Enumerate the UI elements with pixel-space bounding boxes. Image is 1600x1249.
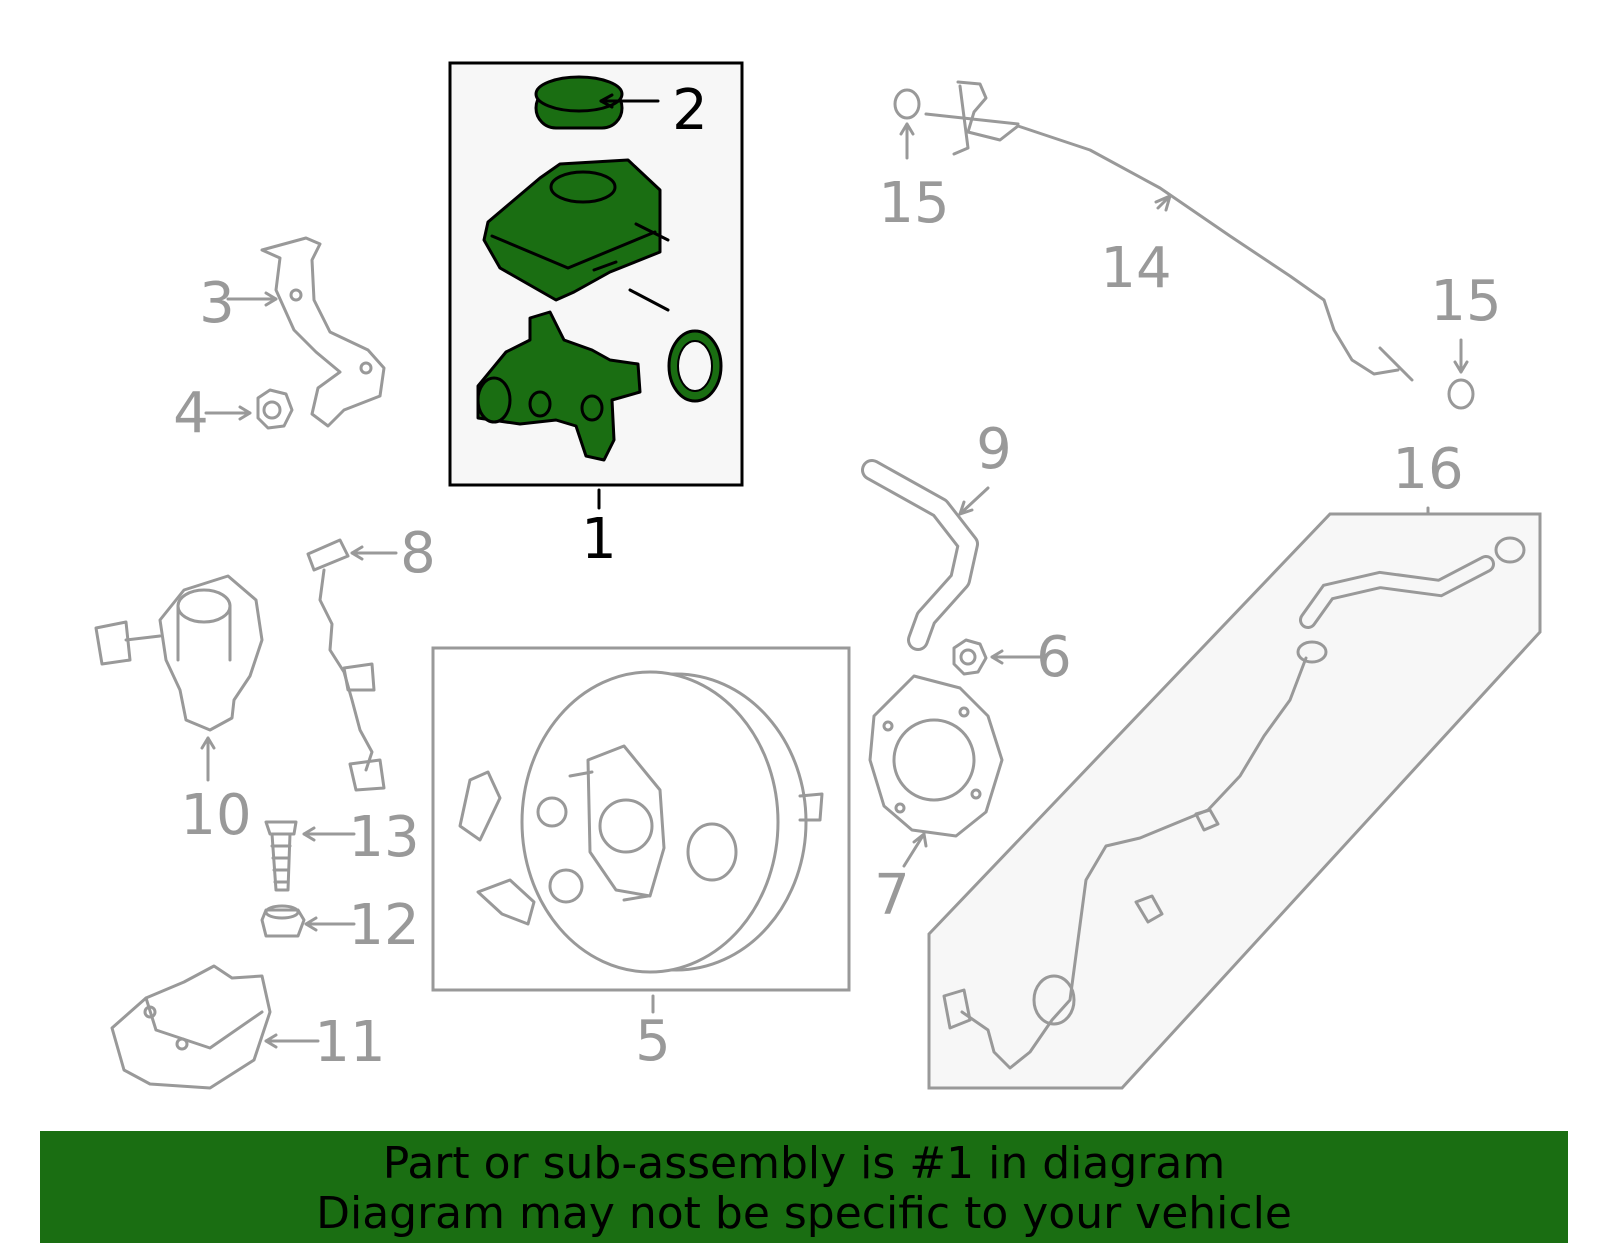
callout-15-right[interactable]: 15 bbox=[1430, 269, 1501, 334]
info-banner: Part or sub-assembly is #1 in diagram Di… bbox=[40, 1131, 1568, 1243]
master-cylinder-assembly[interactable] bbox=[448, 61, 744, 510]
banner-line-2: Diagram may not be specific to your vehi… bbox=[316, 1188, 1292, 1239]
callout-16[interactable]: 16 bbox=[1392, 437, 1463, 502]
washer-part[interactable] bbox=[260, 904, 356, 938]
mounting-bracket-part[interactable] bbox=[110, 964, 320, 1090]
vacuum-hose-part[interactable] bbox=[861, 459, 990, 651]
booster-nut-part[interactable] bbox=[952, 638, 1042, 676]
callout-13[interactable]: 13 bbox=[348, 805, 419, 870]
hose-clamp-part-a[interactable] bbox=[893, 88, 921, 160]
connector-pin-part[interactable] bbox=[628, 288, 670, 312]
callout-12[interactable]: 12 bbox=[348, 893, 419, 958]
reservoir-part[interactable] bbox=[482, 158, 670, 302]
callout-7[interactable]: 7 bbox=[874, 863, 910, 928]
callout-9[interactable]: 9 bbox=[976, 417, 1012, 482]
vacuum-pump-part[interactable] bbox=[94, 574, 264, 782]
master-cylinder-body-part[interactable] bbox=[476, 310, 642, 462]
callout-15-left[interactable]: 15 bbox=[878, 171, 949, 236]
banner-line-1: Part or sub-assembly is #1 in diagram bbox=[382, 1138, 1226, 1189]
callout-3[interactable]: 3 bbox=[199, 271, 235, 336]
booster-sensor-part-a[interactable] bbox=[458, 770, 502, 842]
booster-gasket-part[interactable] bbox=[868, 674, 1004, 868]
vacuum-tube-part[interactable] bbox=[924, 80, 1414, 382]
brake-booster-assembly[interactable] bbox=[431, 646, 851, 1014]
callout-8[interactable]: 8 bbox=[400, 521, 436, 586]
callout-1[interactable]: 1 bbox=[581, 507, 617, 572]
callout-2[interactable]: 2 bbox=[672, 78, 708, 143]
callout-6[interactable]: 6 bbox=[1036, 625, 1072, 690]
callout-4[interactable]: 4 bbox=[173, 381, 209, 446]
callout-10[interactable]: 10 bbox=[180, 783, 251, 848]
booster-harness-assembly[interactable] bbox=[927, 506, 1542, 1090]
seal-ring-part[interactable] bbox=[667, 329, 723, 403]
callout-14[interactable]: 14 bbox=[1100, 236, 1171, 301]
wiring-harness-part[interactable] bbox=[306, 538, 398, 792]
callout-11[interactable]: 11 bbox=[314, 1010, 385, 1075]
callout-5[interactable]: 5 bbox=[635, 1009, 671, 1074]
nut-part[interactable] bbox=[204, 388, 294, 430]
hose-clamp-part-b[interactable] bbox=[1447, 338, 1475, 410]
booster-sensor-part-b[interactable] bbox=[476, 878, 536, 926]
bracket-part[interactable] bbox=[226, 236, 386, 428]
bolt-part[interactable] bbox=[264, 820, 356, 892]
reservoir-cap-part[interactable] bbox=[534, 75, 624, 130]
